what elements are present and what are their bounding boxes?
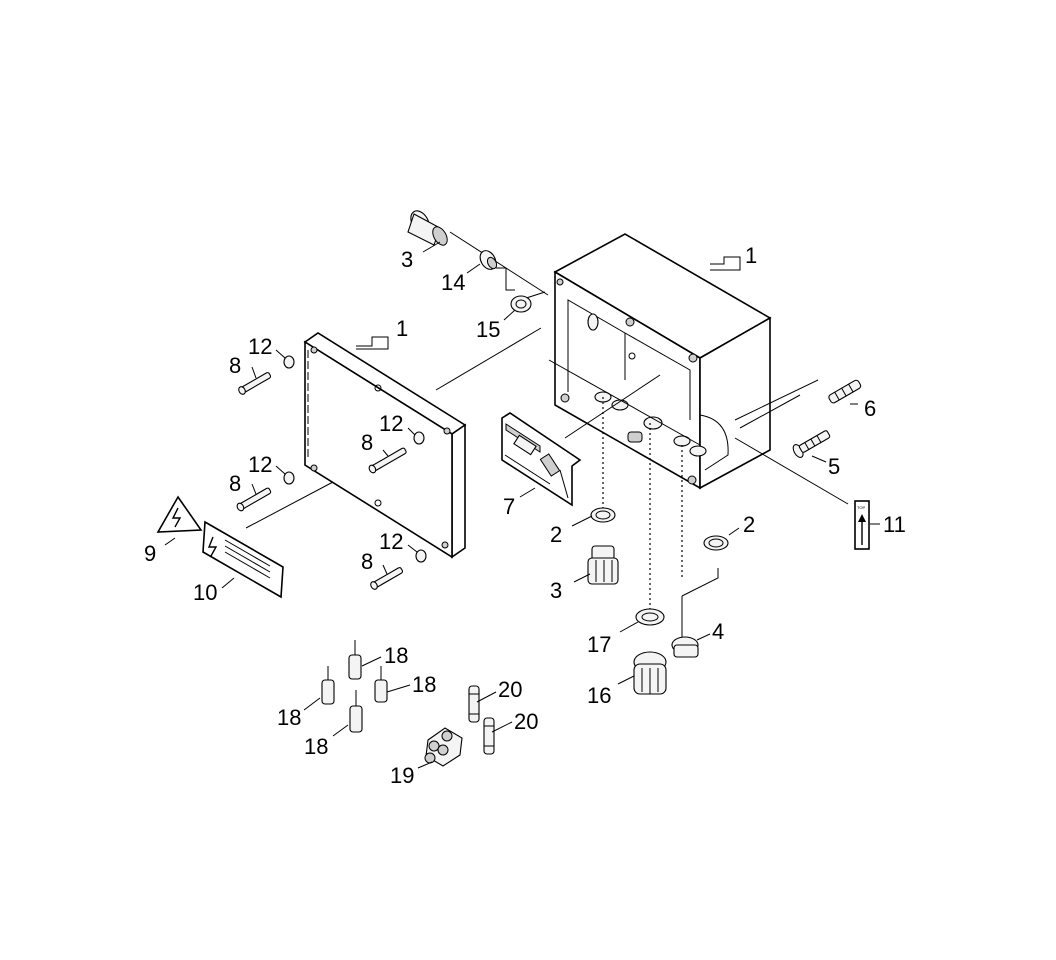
callout-9: 9 xyxy=(144,541,156,566)
sealing-ring-top xyxy=(510,295,532,313)
callout-5: 5 xyxy=(828,454,840,479)
warning-label xyxy=(202,520,284,599)
callout-leaders xyxy=(164,241,880,769)
terminal-block xyxy=(424,727,463,767)
wire-ferrules xyxy=(321,640,388,733)
enclosure-lid xyxy=(303,332,467,559)
warning-triangle xyxy=(156,495,203,533)
callout-18-a: 18 xyxy=(384,643,408,668)
callout-15: 15 xyxy=(476,317,500,342)
leader-lines xyxy=(245,231,849,640)
callout-12-c: 12 xyxy=(248,452,272,477)
callout-16: 16 xyxy=(587,683,611,708)
seal-ring xyxy=(635,608,665,626)
wall-anchor xyxy=(828,379,862,404)
callout-2-b: 2 xyxy=(743,512,755,537)
callout-18-c: 18 xyxy=(277,705,301,730)
fuses xyxy=(468,685,495,755)
callout-8-c: 8 xyxy=(229,471,241,496)
callout-2-a: 2 xyxy=(550,522,562,547)
callout-20-b: 20 xyxy=(514,709,538,734)
washers xyxy=(283,355,427,563)
screws xyxy=(236,372,407,590)
reducer xyxy=(671,636,699,658)
callout-1-box: 1 xyxy=(745,243,757,268)
callout-18-d: 18 xyxy=(304,734,328,759)
top-label: TOP xyxy=(854,500,870,550)
callout-8-d: 8 xyxy=(361,549,373,574)
callout-6: 6 xyxy=(864,396,876,421)
callout-numbers: 1 1 3 14 15 12 12 12 12 8 8 8 8 6 5 7 2 … xyxy=(144,243,906,788)
callout-8-b: 8 xyxy=(361,430,373,455)
callout-10: 10 xyxy=(193,580,217,605)
gland-nut xyxy=(479,250,498,270)
sealing-rings xyxy=(590,507,729,551)
callout-11: 11 xyxy=(883,512,906,537)
top-label-text: TOP xyxy=(857,505,865,510)
callout-8-a: 8 xyxy=(229,353,241,378)
bracket-lid xyxy=(356,336,389,350)
cable-gland-lower xyxy=(587,545,619,585)
callout-7: 7 xyxy=(503,494,515,519)
callout-12-b: 12 xyxy=(379,411,403,436)
callout-12-a: 12 xyxy=(248,334,272,359)
circuit-board xyxy=(501,412,582,507)
callout-18-b: 18 xyxy=(412,672,436,697)
callout-20-a: 20 xyxy=(498,677,522,702)
bracket-box xyxy=(710,256,741,271)
cable-gland-large xyxy=(633,651,667,695)
callout-14: 14 xyxy=(441,270,465,295)
callout-4: 4 xyxy=(712,619,724,644)
callout-17: 17 xyxy=(587,632,611,657)
callout-1-lid: 1 xyxy=(396,316,408,341)
cable-gland-top xyxy=(407,210,448,246)
callout-19: 19 xyxy=(390,763,414,788)
callout-3-lower: 3 xyxy=(550,578,562,603)
callout-12-d: 12 xyxy=(379,529,403,554)
enclosure-box xyxy=(553,233,772,490)
callout-3-top: 3 xyxy=(401,247,413,272)
wood-screw xyxy=(792,430,831,458)
